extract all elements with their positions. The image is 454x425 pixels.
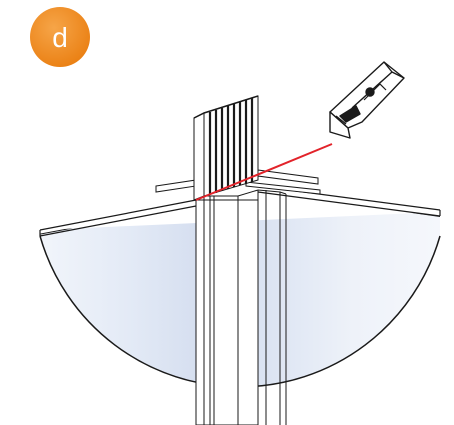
left-glass-panel <box>40 212 197 387</box>
profile-top-fins <box>193 95 259 201</box>
step-label: d <box>52 22 68 53</box>
corner-profile <box>195 189 287 425</box>
step-badge: d <box>30 7 90 67</box>
laser-beam <box>195 143 333 201</box>
right-glass-panel <box>255 212 440 387</box>
laser-level-icon <box>329 61 405 139</box>
